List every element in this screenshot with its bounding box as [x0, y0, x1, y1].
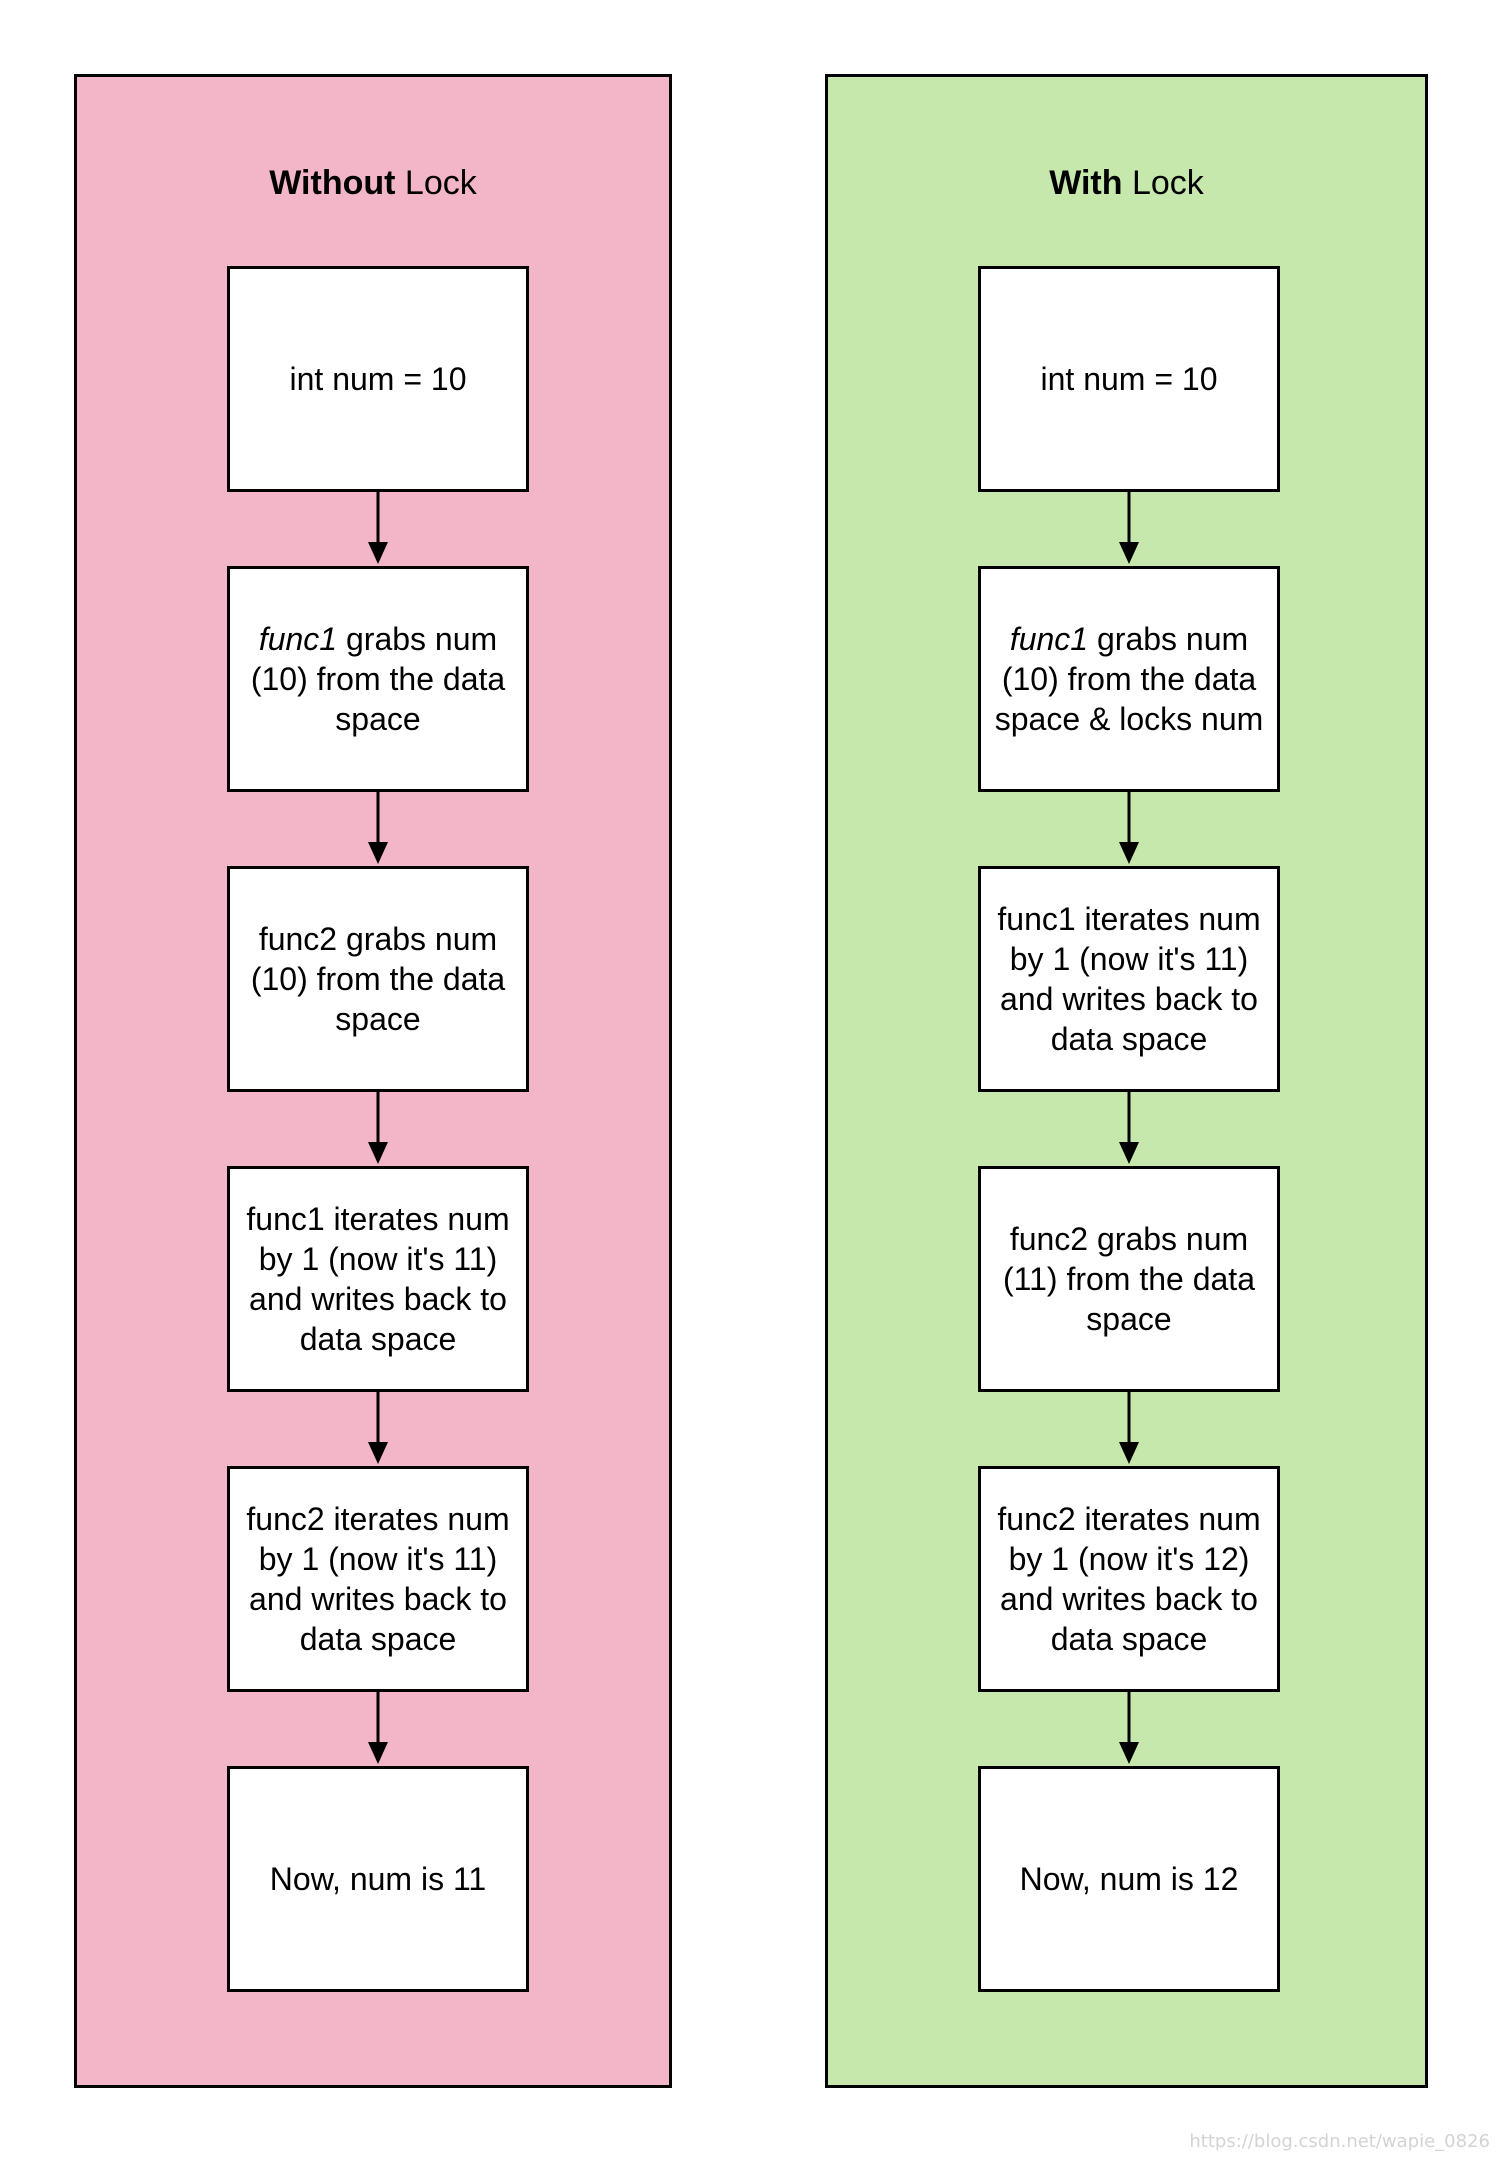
flow-step-box: int num = 10	[978, 266, 1280, 492]
flow-step-box: func2 iterates num by 1 (now it's 11) an…	[227, 1466, 529, 1692]
panel-title-bold: With	[1049, 164, 1123, 202]
down-arrow-icon	[368, 1392, 388, 1464]
flow-step-text: func1 iterates num by 1 (now it's 11) an…	[997, 901, 1261, 1057]
down-arrow-icon	[1119, 1392, 1139, 1464]
flow-step-box: func2 iterates num by 1 (now it's 12) an…	[978, 1466, 1280, 1692]
flow-step-text: func2 grabs num (11) from the data space	[1003, 1221, 1255, 1337]
flow-step-box: func1 iterates num by 1 (now it's 11) an…	[227, 1166, 529, 1392]
flow-step-text: int num = 10	[1040, 361, 1218, 397]
down-arrow-icon	[368, 792, 388, 864]
down-arrow-icon	[1119, 492, 1139, 564]
watermark-text: https://blog.csdn.net/wapie_0826	[1189, 2131, 1490, 2152]
flow-step-text: func2 iterates num by 1 (now it's 12) an…	[997, 1501, 1261, 1657]
flow-step-text: Now, num is 11	[269, 1861, 487, 1897]
panel-title-bold: Without	[269, 164, 396, 202]
flow-step-box: func1 grabs num (10) from the data space…	[978, 566, 1280, 792]
down-arrow-icon	[1119, 792, 1139, 864]
flow-step-text: int num = 10	[289, 361, 467, 397]
flow-step-box: func2 grabs num (10) from the data space	[227, 866, 529, 1092]
without-lock-panel: Without Lock int num = 10 func1 grabs nu…	[74, 74, 672, 2088]
flow-step-box: func1 iterates num by 1 (now it's 11) an…	[978, 866, 1280, 1092]
flow-step-text: func2 iterates num by 1 (now it's 11) an…	[246, 1501, 510, 1657]
flow-step-text: Now, num is 12	[1019, 1861, 1239, 1897]
with-lock-panel: With Lock int num = 10 func1 grabs num (…	[825, 74, 1428, 2088]
flow-step-box: int num = 10	[227, 266, 529, 492]
down-arrow-icon	[368, 1092, 388, 1164]
panel-title-rest: Lock	[395, 164, 477, 202]
down-arrow-icon	[368, 1692, 388, 1764]
flow-step-box: func1 grabs num (10) from the data space	[227, 566, 529, 792]
panel-title-with-lock: With Lock	[828, 163, 1425, 204]
flow-step-text: func1 grabs num (10) from the data space…	[994, 621, 1264, 737]
flow-step-text: func2 grabs num (10) from the data space	[250, 921, 506, 1037]
flow-step-box: Now, num is 12	[978, 1766, 1280, 1992]
flow-step-text: func1 grabs num (10) from the data space	[250, 621, 506, 737]
down-arrow-icon	[1119, 1692, 1139, 1764]
flow-step-box: Now, num is 11	[227, 1766, 529, 1992]
flow-step-text: func1 iterates num by 1 (now it's 11) an…	[246, 1201, 510, 1357]
panel-title-without-lock: Without Lock	[77, 163, 669, 204]
panel-title-rest: Lock	[1122, 164, 1204, 202]
down-arrow-icon	[1119, 1092, 1139, 1164]
flow-step-box: func2 grabs num (11) from the data space	[978, 1166, 1280, 1392]
down-arrow-icon	[368, 492, 388, 564]
